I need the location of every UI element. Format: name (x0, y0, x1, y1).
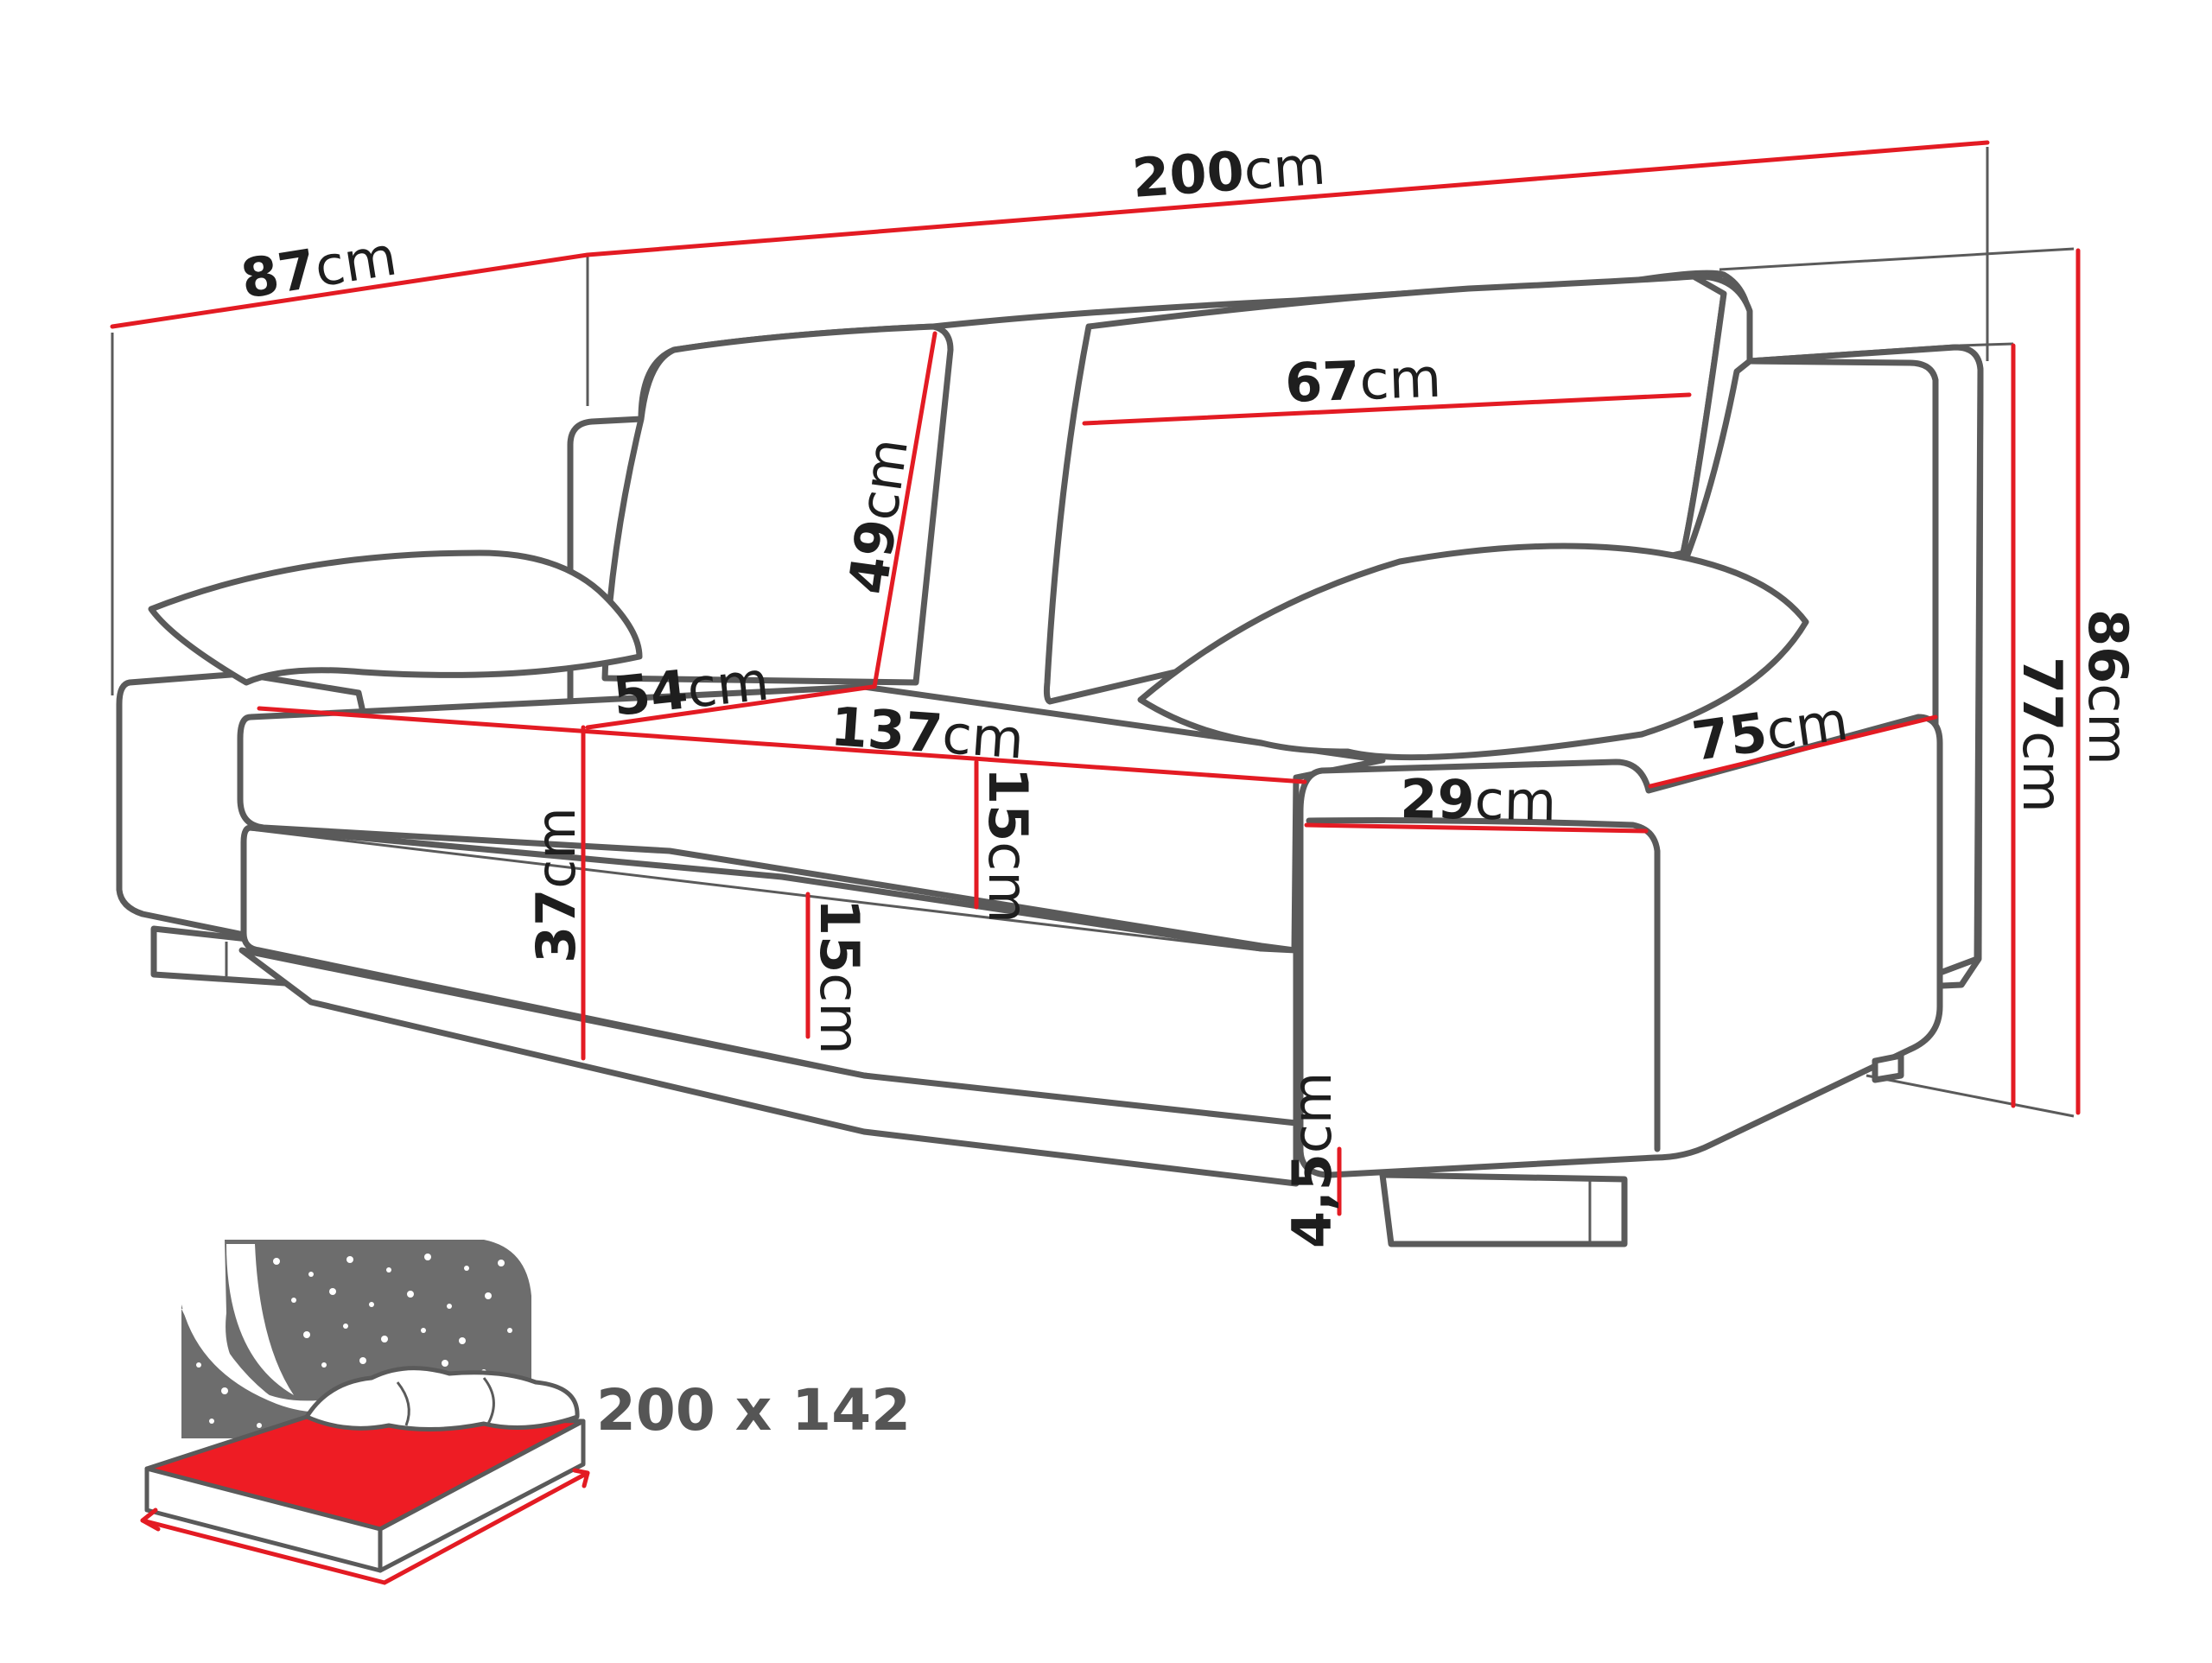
label-total-width: 200cm (1130, 134, 1327, 210)
dim-line-depth (110, 252, 590, 329)
label-leg-height: 4,5cm (1281, 1072, 1344, 1248)
dim-line-seat-depth (585, 684, 875, 730)
right-armrest (1297, 714, 1943, 1178)
left-back-cushion (601, 323, 954, 686)
night-sky-bed-icon (140, 1240, 590, 1585)
label-seat-width: 137cm (829, 695, 1026, 771)
right-armrest-back (1746, 344, 1984, 978)
dim-line-total-width (585, 140, 1990, 257)
left-pillow (148, 549, 643, 686)
dim-line-backrest-height (872, 331, 938, 689)
mattress-end (378, 1419, 586, 1573)
dimension-lines (110, 140, 2081, 1216)
dim-line-seat-width (257, 706, 1307, 784)
bed-pillows (304, 1366, 580, 1432)
right-leg (1379, 1171, 1628, 1247)
dim-line-armrest-depth (1648, 714, 1938, 789)
label-backrest-height: 49cm (836, 435, 920, 598)
sofa-base (238, 947, 1300, 1187)
label-armrest-depth: 75cm (1688, 689, 1852, 772)
label-seat-depth: 54cm (610, 649, 772, 727)
label-depth: 87cm (237, 224, 401, 310)
label-armrest-height: 77cm (2011, 657, 2074, 813)
dim-line-armrest-width (1304, 822, 1649, 834)
label-seat-height: 37cm (524, 807, 588, 963)
right-pillow (1137, 543, 1809, 761)
dim-line-backrest-width (1082, 392, 1692, 426)
back-right-leg (1872, 1052, 1904, 1083)
extension-lines (111, 147, 2075, 1118)
bed-size-label: 200 x 142 (596, 1377, 911, 1444)
label-armrest-width: 29cm (1400, 767, 1557, 833)
night-sky-lower (181, 1304, 346, 1438)
label-backrest-width: 67cm (1284, 346, 1442, 415)
label-base-thickness: 15cm (808, 898, 871, 1055)
dimension-labels: 200cm 87cm 49cm 67cm 54cm 137cm 37cm 15c… (237, 134, 2139, 1248)
label-total-height: 86cm (2076, 609, 2139, 765)
bed-length-arrow (140, 1470, 590, 1585)
label-cushion-thickness: 15cm (976, 767, 1039, 924)
night-sky (225, 1240, 531, 1401)
right-back-cushion (1680, 273, 1753, 565)
sofa-drawing (116, 270, 1984, 1247)
